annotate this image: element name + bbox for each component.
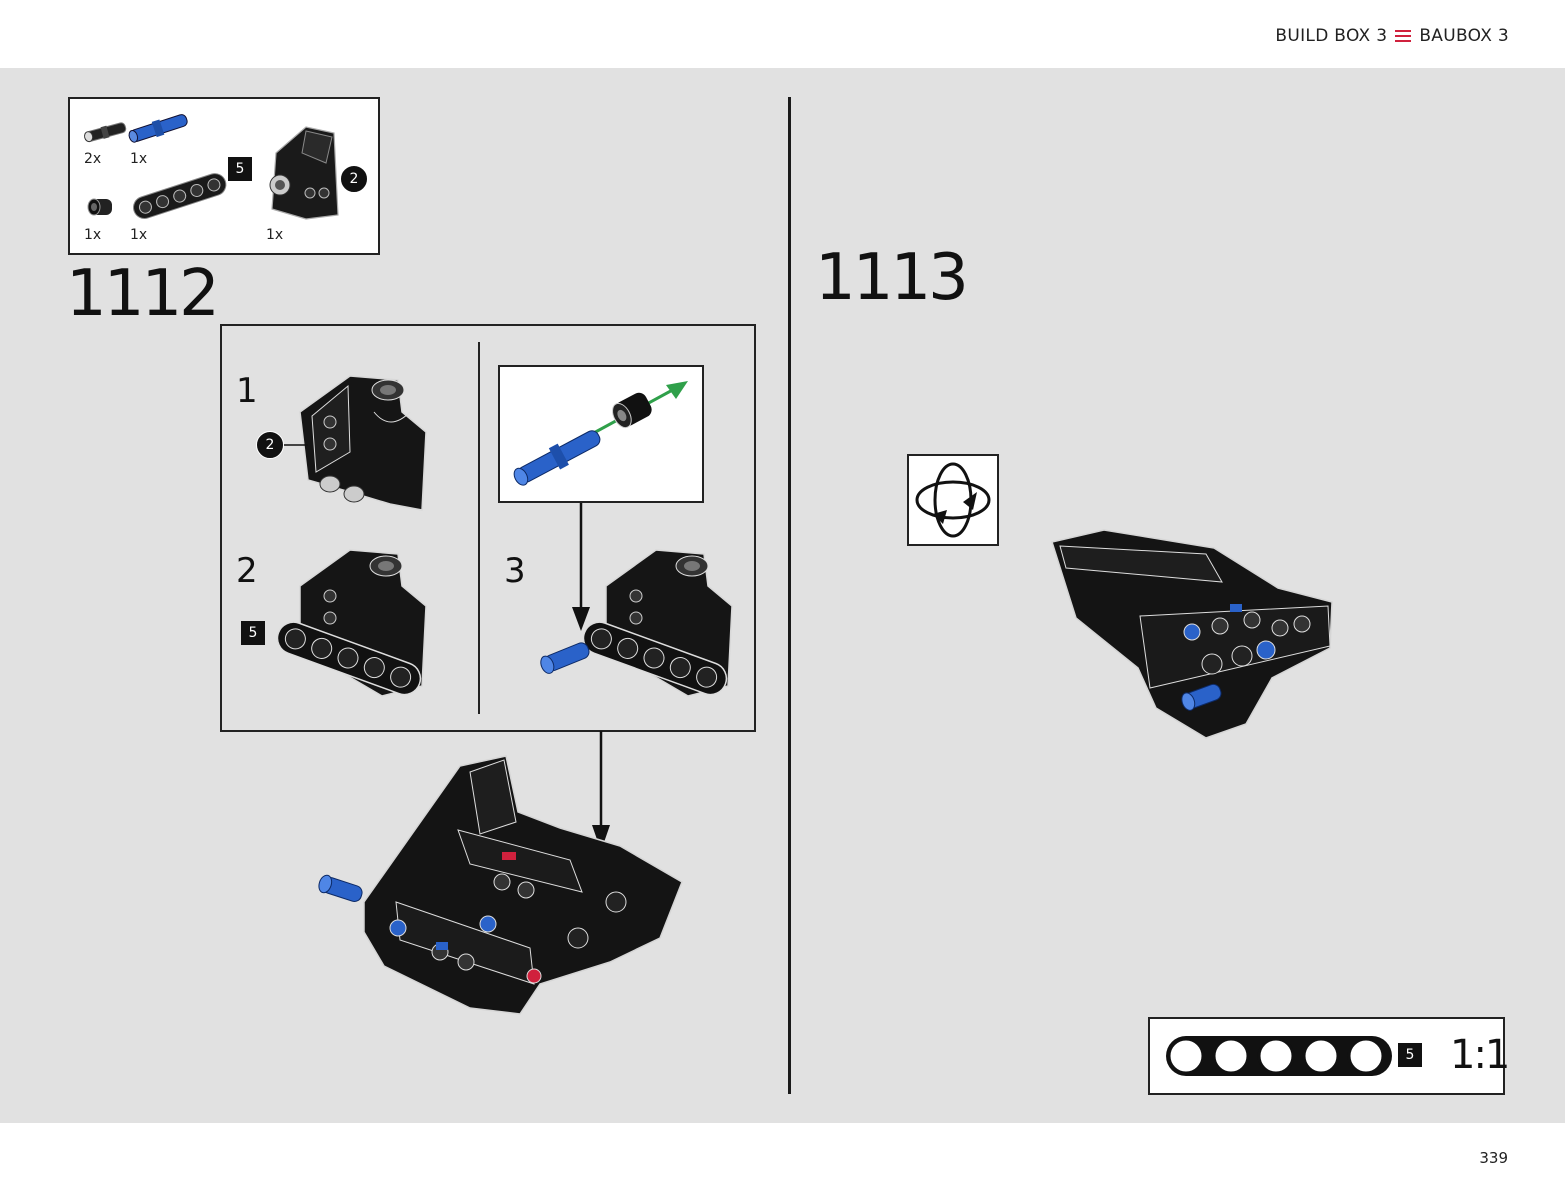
step-number-1113: 1113 xyxy=(815,241,969,315)
substep-number-1: 1 xyxy=(236,371,258,411)
qty-connector: 1x xyxy=(266,227,284,243)
assembly-arrow-down xyxy=(592,731,610,851)
angle-connector-part xyxy=(269,126,339,220)
page-header: BUILD BOX 3 BAUBOX 3 xyxy=(0,0,1565,68)
beam-5-ruler xyxy=(1166,1036,1392,1076)
beam-size-badge: 5 xyxy=(228,157,252,181)
build-box-label: BUILD BOX 3 xyxy=(1275,26,1388,46)
page-number: 339 xyxy=(1479,1149,1508,1167)
main-model-1113 xyxy=(1051,529,1333,739)
build-box-title: BUILD BOX 3 BAUBOX 3 xyxy=(1275,26,1509,46)
qty-black-pin: 2x xyxy=(84,151,102,167)
substep-2-model xyxy=(276,549,427,697)
blue-axle-pin-part xyxy=(128,114,188,143)
main-model-1112 xyxy=(318,755,683,1015)
black-beam-5-part xyxy=(133,173,227,219)
baubox-label: BAUBOX 3 xyxy=(1419,26,1509,46)
qty-beam: 1x xyxy=(130,227,148,243)
connector-type-badge: 2 xyxy=(340,165,368,193)
substep-3-model xyxy=(540,549,733,697)
subassembly-divider xyxy=(478,342,480,714)
substep-1-model xyxy=(299,375,427,511)
step-number-1112: 1112 xyxy=(66,257,220,331)
ruler-beam-badge: 5 xyxy=(1398,1043,1422,1067)
page-footer: 339 xyxy=(0,1123,1565,1191)
scale-label: 1:1 xyxy=(1450,1032,1510,1078)
qty-blue-pin: 1x xyxy=(130,151,148,167)
rotate-model-icon xyxy=(915,462,991,538)
parts-list-box: 2x 1x 1x 5 1x 2 1x xyxy=(68,97,380,255)
black-bush-part xyxy=(87,198,112,216)
step-divider xyxy=(788,97,791,1094)
pin-bush-callout-art xyxy=(513,381,688,486)
callout-arrow-down xyxy=(572,503,590,631)
substep-2-badge: 5 xyxy=(241,621,265,645)
menu-icon xyxy=(1395,30,1412,42)
rotate-model-box xyxy=(907,454,999,546)
substep-number-3: 3 xyxy=(504,551,526,591)
black-pin-part xyxy=(84,122,127,143)
qty-bush: 1x xyxy=(84,227,102,243)
substep-1-badge: 2 xyxy=(256,431,284,459)
substep-number-2: 2 xyxy=(236,551,258,591)
